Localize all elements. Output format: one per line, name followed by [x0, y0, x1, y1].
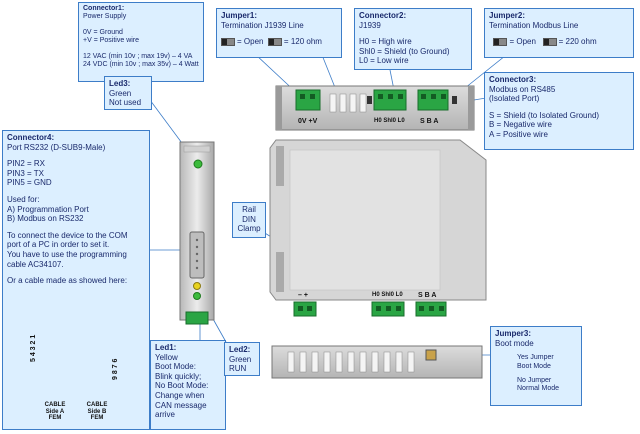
rail-line: Rail [242, 205, 256, 214]
connector4-pin: PIN5 = GND [7, 178, 52, 188]
label-rs485-bottom: S B A [418, 292, 437, 299]
connector4-note: To connect the device to the COM [7, 230, 128, 240]
led3-line: Not used [109, 98, 142, 108]
led2-box: Led2: Green RUN [224, 342, 260, 376]
label-power-bottom: – + [298, 292, 308, 299]
jumper3-no: Normal Mode [517, 385, 560, 393]
connector3-line: (Isolated Port) [489, 94, 540, 104]
jumper3-no: No Jumper [517, 376, 552, 384]
module-bottom-view [271, 345, 483, 379]
connector4-title: Connector4: [7, 133, 55, 142]
cable-side-b-line: CABLE [86, 402, 108, 408]
label-can-top: H0 Shl0 L0 [374, 118, 405, 124]
connector1-line: 0V = Ground [83, 28, 123, 36]
connector1-title: Connector1: [83, 5, 125, 12]
jumper1-open: = Open [237, 37, 264, 47]
connector3-line: B = Negative wire [489, 120, 552, 130]
module-front-view [179, 141, 215, 325]
cable-pins-b: 9 8 7 6 [112, 358, 119, 380]
connector1-spec: 12 VAC (min 10v ; max 19v) – 4 VA [83, 52, 193, 60]
connector4-used-for: Used for: [7, 194, 40, 204]
cable-side-b: CABLE Side B FEM [82, 402, 112, 422]
jumper3-yes: Boot Mode [517, 362, 551, 370]
jumper1-subtitle: Termination J1939 Line [221, 20, 304, 30]
connector4-use: B) Modbus on RS232 [7, 214, 84, 224]
led1-line: CAN message [155, 400, 207, 410]
connector2-line: L0 = Low wire [359, 56, 409, 66]
jumper1-box: Jumper1: Termination J1939 Line = Open =… [216, 8, 342, 58]
jumper3-subtitle: Boot mode [495, 338, 534, 348]
jumper-closed-icon [542, 38, 557, 47]
connector4-pin: PIN2 = RX [7, 159, 46, 169]
jumper3-yes: Yes Jumper [517, 354, 554, 362]
connector1-box: Connector1: Power Supply 0V = Ground +V … [78, 2, 204, 82]
cable-pins-a: 5 4 3 2 1 [30, 334, 37, 362]
connector1-spec: 24 VDC (min 10v ; max 35v) – 4 Watt [83, 60, 199, 68]
led1-line: Blink quickly; [155, 371, 202, 381]
connector3-title: Connector3: [489, 75, 537, 84]
led1-box: Led1: Yellow Boot Mode: Blink quickly; N… [150, 340, 226, 430]
jumper-open-icon [493, 38, 508, 47]
cable-side-b-line: FEM [90, 415, 104, 422]
jumper2-title: Jumper2: [489, 11, 526, 20]
led1-line: arrive [155, 410, 176, 420]
jumper-open-icon [221, 38, 235, 47]
connector4-subtitle: Port RS232 (D-SUB9-Male) [7, 142, 106, 152]
connector4-or: Or a cable made as showed here: [7, 276, 128, 286]
connector1-subtitle: Power Supply [83, 13, 127, 21]
jumper1-ohm: = 120 ohm [283, 37, 322, 47]
connector3-line: Modbus on RS485 [489, 84, 556, 94]
led1-line: Change when [155, 390, 205, 400]
cable-side-a-line: FEM [48, 415, 62, 422]
led1-title: Led1: [155, 343, 177, 352]
jumper2-box: Jumper2: Termination Modbus Line = Open … [484, 8, 634, 58]
cable-side-a-line: Side A [45, 408, 65, 415]
connector2-subtitle: J1939 [359, 20, 381, 30]
connector2-line: H0 = High wire [359, 37, 412, 47]
led1-line: No Boot Mode: [155, 381, 209, 391]
connector4-note: port of a PC in order to set it. [7, 240, 110, 250]
connector4-note: cable AC34107. [7, 259, 64, 269]
label-can-bottom: H0 Shl0 L0 [372, 292, 403, 298]
jumper-closed-icon [267, 38, 282, 47]
led3-line: Green [109, 88, 132, 98]
jumper1-title: Jumper1: [221, 11, 258, 20]
led2-line: RUN [229, 364, 247, 374]
connector2-box: Connector2: J1939 H0 = High wire Shl0 = … [354, 8, 472, 70]
led2-line: Green [229, 354, 252, 364]
cable-side-b-line: Side B [87, 408, 107, 415]
led3-title: Led3: [109, 79, 131, 88]
led1-line: Boot Mode: [155, 362, 196, 372]
connector3-box: Connector3: Modbus on RS485 (Isolated Po… [484, 72, 634, 150]
led1-line: Yellow [155, 352, 178, 362]
connector3-line: A = Positive wire [489, 129, 548, 139]
rail-din-clamp-box: Rail DIN Clamp [232, 202, 266, 238]
jumper2-ohm: = 220 ohm [558, 37, 597, 47]
connector4-use: A) Programmation Port [7, 204, 89, 214]
jumper3-box: Jumper3: Boot mode Yes Jumper Boot Mode … [490, 326, 582, 406]
led2-title: Led2: [229, 345, 251, 354]
connector4-note: You have to use the programming [7, 249, 127, 259]
module-top-view [275, 85, 475, 131]
connector4-pin: PIN3 = TX [7, 168, 44, 178]
connector3-line: S = Shield (to Isolated Ground) [489, 110, 600, 120]
led3-box: Led3: Green Not used [104, 76, 152, 110]
cable-side-a: CABLE Side A FEM [40, 402, 70, 422]
connector4-box: Connector4: Port RS232 (D-SUB9-Male) PIN… [2, 130, 150, 430]
connector2-line: Shl0 = Shield (to Ground) [359, 46, 450, 56]
rail-line: Clamp [237, 224, 261, 234]
jumper2-open: = Open [509, 37, 536, 47]
jumper2-subtitle: Termination Modbus Line [489, 20, 579, 30]
label-power-top: 0V +V [298, 118, 318, 125]
module-side-view [269, 139, 487, 317]
label-rs485-top: S B A [420, 118, 439, 125]
jumper3-title: Jumper3: [495, 329, 532, 338]
connector2-title: Connector2: [359, 11, 407, 20]
connector1-line: +V = Positive wire [83, 37, 140, 45]
top-green-connectors [295, 89, 449, 111]
cable-side-a-line: CABLE [44, 402, 66, 408]
rail-line: DIN [242, 214, 256, 224]
